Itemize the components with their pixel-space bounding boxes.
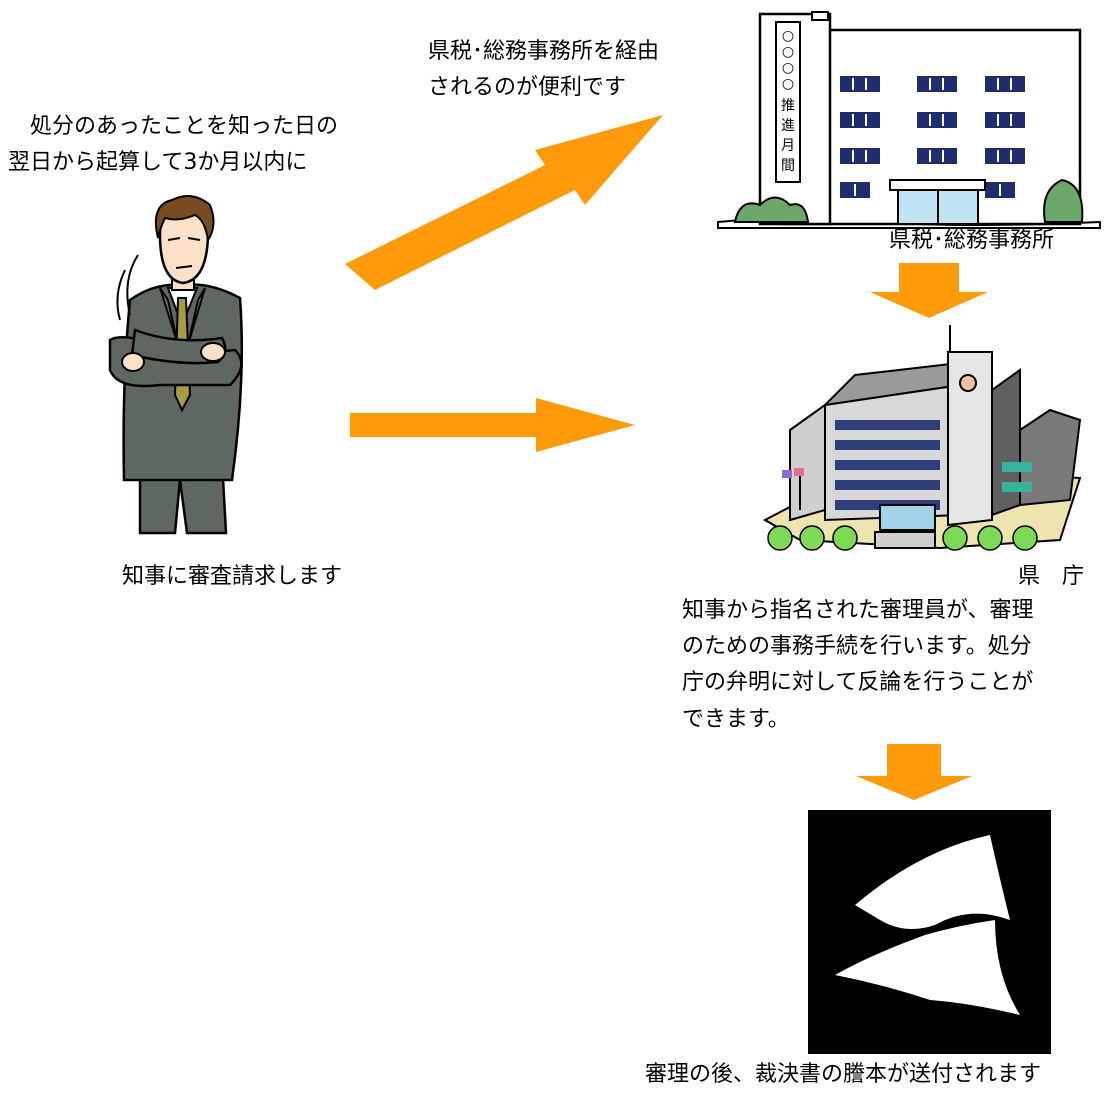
- down-arrow-1: [870, 263, 988, 318]
- prefectural-office-building-icon: [762, 325, 1082, 551]
- examiner-text-line4: できます。: [682, 707, 790, 732]
- down-arrow-2: [856, 744, 972, 800]
- examiner-text-line1: 知事から指名された審理員が、審理: [682, 598, 1034, 623]
- tax-office-label: 県税･総務事務所: [889, 228, 1055, 253]
- svg-text:○: ○: [782, 60, 794, 76]
- prefectural-office-label: 県 庁: [1018, 564, 1085, 589]
- diagonal-arrow: [345, 115, 663, 290]
- businessman-crossed-arms-icon: [108, 195, 244, 535]
- svg-text:進: 進: [781, 118, 795, 134]
- documents-icon: [808, 810, 1051, 1054]
- svg-text:○: ○: [782, 28, 794, 44]
- via-office-text-line2: されるのが便利です: [428, 75, 627, 100]
- final-text: 審理の後、裁決書の謄本が送付されます: [645, 1062, 1042, 1087]
- svg-text:○: ○: [782, 44, 794, 60]
- deadline-text-line2: 翌日から起算して3か月以内に: [8, 150, 308, 175]
- request-label: 知事に審査請求します: [122, 564, 343, 589]
- deadline-text-line1: 処分のあったことを知った日の: [30, 114, 339, 139]
- svg-text:間: 間: [781, 158, 795, 174]
- examiner-text-line2: のための事務手続を行います。処分: [682, 634, 1032, 659]
- tax-office-building-icon: ○ ○ ○ ○ 推 進 月 間: [717, 11, 1101, 229]
- via-office-text-line1: 県税･総務事務所を経由: [428, 39, 660, 64]
- svg-text:月: 月: [781, 138, 795, 154]
- horizontal-arrow: [350, 398, 635, 452]
- svg-text:推: 推: [781, 98, 795, 114]
- svg-text:○: ○: [782, 76, 794, 92]
- examiner-text-line3: 庁の弁明に対して反論を行うことが: [682, 670, 1034, 695]
